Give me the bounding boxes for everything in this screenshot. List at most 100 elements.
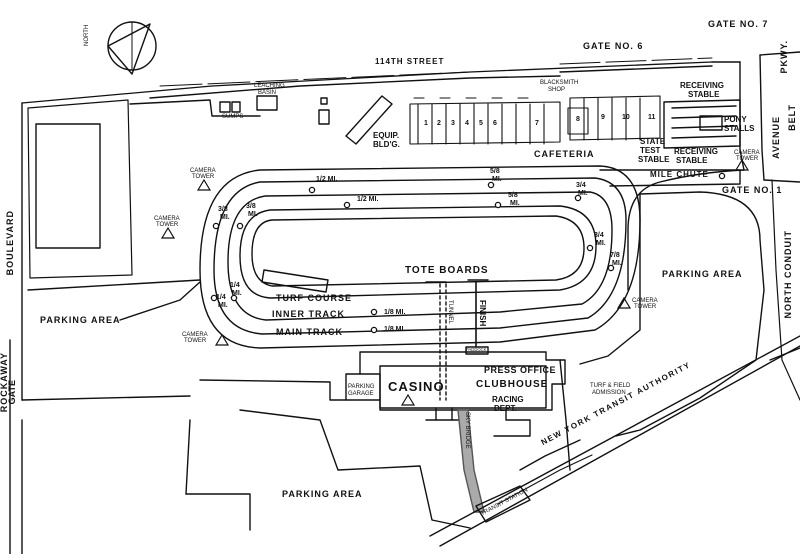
camera-tower-4-label: CAMERA xyxy=(632,298,658,304)
main-track-label: MAIN TRACK xyxy=(276,327,343,337)
marker-1-4-b: 1/4 xyxy=(230,282,240,289)
gate-1-label: GATE NO. 1 xyxy=(722,185,783,195)
marker-1-8-inner: 1/8 MI. xyxy=(384,309,406,316)
barn-1: 1 xyxy=(424,120,428,127)
parking-area-south: PARKING AREA xyxy=(282,489,363,499)
camera-tower-icon xyxy=(400,393,416,406)
tote-boards-label: TOTE BOARDS xyxy=(405,265,489,276)
boulevard-label: BOULEVARD xyxy=(5,210,15,276)
marker-3-8-a: 3/8 xyxy=(218,206,228,213)
turf-course-label: TURF COURSE xyxy=(276,293,352,303)
racing-dept-label-2: DEPT. xyxy=(494,404,517,413)
marker-half-outer: 1/2 MI. xyxy=(316,176,338,183)
marker-3-4-right: 3/4 xyxy=(594,232,604,239)
street-114th-label: 114TH STREET xyxy=(375,57,445,66)
barn-11: 11 xyxy=(648,114,656,121)
belt-label: BELT xyxy=(787,104,797,131)
camera-tower-4-label-2: TOWER xyxy=(634,304,657,310)
marker-3-4-top: 3/4 xyxy=(576,182,586,189)
camera-tower-icon xyxy=(160,226,176,239)
marker-3-8-a-mi: MI. xyxy=(220,214,230,221)
parking-garage-label: PARKING xyxy=(348,384,375,390)
marker-1-4-b-mi: MI. xyxy=(232,290,242,297)
marker-1-8-main: 1/8 MI. xyxy=(384,326,406,333)
marker-3-4-right-mi: MI. xyxy=(596,240,606,247)
racing-dept-label: RACING xyxy=(492,395,524,404)
pkwy-label: PKWY. xyxy=(779,40,789,74)
north-conduit-label: NORTH CONDUIT xyxy=(783,230,793,319)
press-office-label: PRESS OFFICE xyxy=(484,365,557,375)
finish-label: FINISH xyxy=(478,300,487,327)
equip-bldg-label: EQUIP. xyxy=(373,131,400,140)
parking-area-west: PARKING AREA xyxy=(40,315,121,325)
receiving-stable-top-label: RECEIVING xyxy=(680,81,725,90)
inner-track-label: INNER TRACK xyxy=(272,309,345,319)
camera-tower-icon xyxy=(616,296,632,309)
marker-7-8-mi: MI. xyxy=(612,260,622,267)
marker-3-8-b-mi: MI. xyxy=(248,211,258,218)
marker-7-8: 7/8 xyxy=(610,252,620,259)
marker-1-4-a: 1/4 xyxy=(216,294,226,301)
equip-bldg-label-2: BLD'G. xyxy=(373,140,400,149)
camera-tower-5-label: CAMERA xyxy=(734,150,760,156)
camera-tower-2-label-2: TOWER xyxy=(156,222,179,228)
marker-5-8-outer-mi: MI. xyxy=(492,176,502,183)
camera-tower-icon xyxy=(214,333,230,346)
barn-6: 6 xyxy=(493,120,497,127)
turf-field-admission-label-2: ADMISSION xyxy=(592,390,626,396)
sky-bridge-label: SKY BRIDGE xyxy=(464,412,470,449)
sumps-label: SUMPS xyxy=(222,114,244,120)
marker-5-8-inner: 5/8 xyxy=(508,192,518,199)
avenue-label: AVENUE xyxy=(771,116,781,159)
camera-tower-5-label-2: TOWER xyxy=(736,156,759,162)
gate-6-label: GATE NO. 6 xyxy=(583,41,644,51)
camera-tower-1-label-2: TOWER xyxy=(192,174,215,180)
mile-chute-label: MILE CHUTE xyxy=(650,170,709,179)
marker-3-8-b: 3/8 xyxy=(246,203,256,210)
receiving-stable-top-label-2: STABLE xyxy=(688,90,720,99)
receiving-stable-bottom-label: RECEIVING xyxy=(674,147,719,156)
turf-field-admission-label: TURF & FIELD xyxy=(590,383,631,389)
state-test-stable-label-3: STABLE xyxy=(638,155,670,164)
marker-half-inner: 1/2 MI. xyxy=(357,196,379,203)
rockaway-label: ROCKAWAY xyxy=(0,352,9,413)
marker-3-4-top-mi: MI. xyxy=(578,190,588,197)
casino-label: CASINO xyxy=(388,379,445,394)
state-test-stable-label-2: TEST xyxy=(640,146,661,155)
leaching-basin-label-2: BASIN xyxy=(258,90,277,96)
north-arrow-icon xyxy=(107,21,157,75)
pony-stalls-label-2: STALLS xyxy=(724,124,755,133)
barn-7: 7 xyxy=(535,120,539,127)
gate-7-label: GATE NO. 7 xyxy=(708,19,769,29)
barn-5: 5 xyxy=(479,120,483,127)
blacksmith-label: BLACKSMITH xyxy=(540,80,579,86)
camera-tower-icon xyxy=(196,178,212,191)
clubhouse-label: CLUBHOUSE xyxy=(476,379,549,390)
blacksmith-label-2: SHOP xyxy=(548,87,566,93)
barn-3: 3 xyxy=(451,120,455,127)
camera-tower-3-label-2: TOWER xyxy=(184,338,207,344)
tunnel-label: TUNNEL xyxy=(447,300,453,325)
camera-tower-1-label: CAMERA xyxy=(190,168,216,174)
camera-tower-3-label: CAMERA xyxy=(182,332,208,338)
parking-garage-label-2: GARAGE xyxy=(348,391,374,397)
barn-10: 10 xyxy=(622,114,630,121)
receiving-stable-bottom-label-2: STABLE xyxy=(676,156,708,165)
barn-4: 4 xyxy=(465,120,469,127)
gate-west-label: GATE xyxy=(7,380,17,405)
cafeteria-label: CAFETERIA xyxy=(534,149,595,159)
camera-tower-2-label: CAMERA xyxy=(154,216,180,222)
paddock-label: PADDOCK xyxy=(466,348,487,353)
marker-1-4-a-mi: MI. xyxy=(218,302,228,309)
barn-2: 2 xyxy=(437,120,441,127)
state-test-stable-label: STATE xyxy=(640,137,666,146)
leaching-basin-label: LEACHING xyxy=(254,83,285,89)
pony-stalls-label: PONY xyxy=(724,115,747,124)
north-label: NORTH xyxy=(84,24,90,46)
barn-9: 9 xyxy=(601,114,605,121)
barn-8: 8 xyxy=(576,116,580,123)
marker-5-8-inner-mi: MI. xyxy=(510,200,520,207)
camera-tower-icon xyxy=(734,158,750,171)
